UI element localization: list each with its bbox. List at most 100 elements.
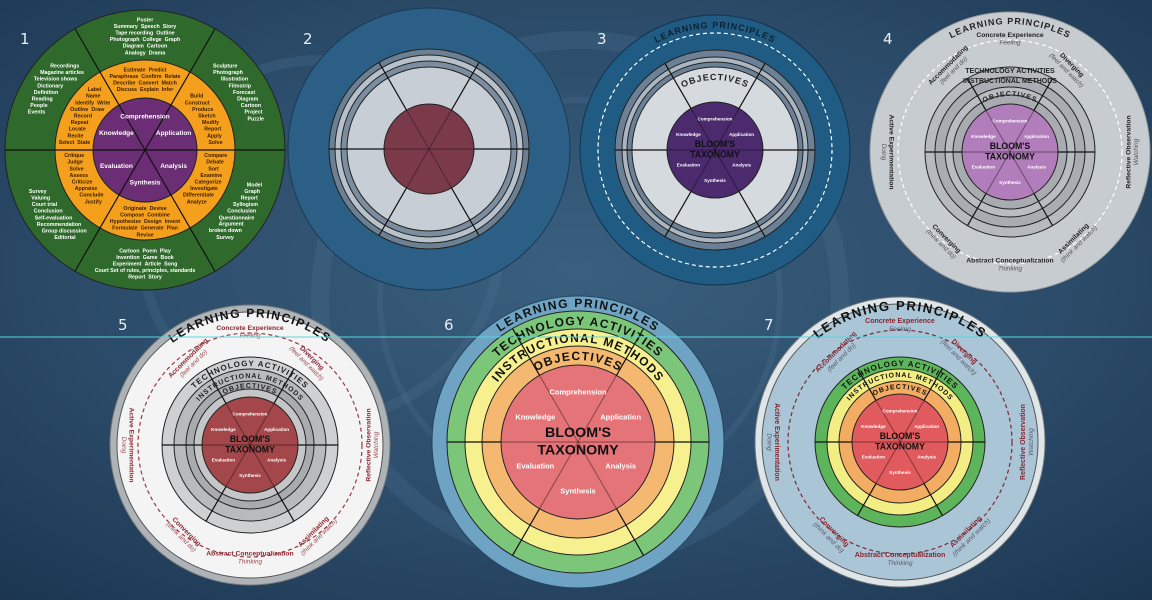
wheel-product: People <box>30 103 47 109</box>
wheel-verb: Convert <box>139 81 159 87</box>
kolb-reflective-label: Reflective Observation <box>365 408 372 481</box>
kolb-concrete-sub: Feeling <box>889 326 911 333</box>
bloom-level-synthesis: Synthesis <box>560 486 595 495</box>
bloom-level-analysis: Analysis <box>1027 165 1046 170</box>
wheel-verb: Infer <box>162 87 173 93</box>
wheel-product: Cartoon <box>241 103 261 109</box>
wheel-verb: Report <box>204 127 221 133</box>
bloom-level-evaluation: Evaluation <box>212 458 235 463</box>
wheel-product: Conclusion <box>227 209 256 215</box>
bloom-title-line1: BLOOM'S <box>695 139 736 149</box>
sector-divider <box>273 368 295 404</box>
bloom-core <box>961 103 1059 201</box>
wheel-verb: Sketch <box>198 114 215 120</box>
sector-divider <box>856 483 877 516</box>
sector-divider <box>1009 151 1035 194</box>
sector-divider <box>144 104 172 151</box>
wheel-product: Events <box>28 110 45 116</box>
sector-divider <box>118 104 146 151</box>
wheel-verb: Estimate <box>124 67 146 73</box>
wheel-verb: Compose <box>120 213 144 219</box>
wheel-product: Magazine articles <box>40 70 84 76</box>
wheel-product: Graph <box>244 189 260 195</box>
sector-divider <box>690 149 716 192</box>
figure-number-1: 1 <box>20 30 30 48</box>
bloom-level-application: Application <box>600 412 641 421</box>
figure-number-6: 6 <box>444 316 454 334</box>
bloom-level-synthesis: Synthesis <box>999 180 1021 185</box>
wheel-verb: Solve <box>69 166 83 172</box>
wheel-verb: Debate <box>206 160 224 166</box>
sector-divider <box>249 444 275 487</box>
dashed-guide <box>137 332 363 558</box>
wheel-verb: Revise <box>137 232 154 238</box>
kolb-abstract-label: Abstract Conceptualization <box>855 552 946 559</box>
bloom-level-evaluation: Evaluation <box>516 462 554 471</box>
wheel-product: Report <box>128 275 145 281</box>
kolb-concrete-label: Concrete Experience <box>865 318 935 325</box>
bloom-core <box>500 364 656 520</box>
sector-divider <box>738 191 766 237</box>
sector-divider <box>615 508 645 556</box>
wheel-product: Song <box>164 262 177 268</box>
bloom-title-line2: TAXONOMY <box>225 445 275 455</box>
wheel-verb: Write <box>97 100 110 106</box>
sector-divider <box>1033 78 1054 111</box>
wheel-product: Tape recording <box>115 31 153 37</box>
sector-divider <box>450 187 480 236</box>
sector-divider <box>428 109 453 150</box>
wheel-product: Photograph <box>110 37 140 43</box>
figure-number-4: 4 <box>883 30 893 48</box>
wheel-verb: Explain <box>140 87 159 93</box>
wheel-verb: Investigate <box>190 186 218 192</box>
sector-divider <box>428 148 453 189</box>
kolb-active-label: Active Experimentation <box>128 407 135 482</box>
sector-divider <box>985 110 1011 153</box>
bloom-level-application: Application <box>1024 134 1049 139</box>
bloom-level-comprehension: Comprehension <box>549 388 607 397</box>
bloom-title-line1: BLOOM'S <box>990 141 1031 151</box>
wheel-product: Poem <box>143 248 158 254</box>
bloom-level-analysis: Analysis <box>267 458 286 463</box>
sector-divider <box>74 28 120 106</box>
kolb-active-sub: Doing <box>765 433 772 451</box>
wheel-verb: Compare <box>204 153 227 159</box>
wheel-verb: Recite <box>68 133 84 139</box>
sector-divider <box>923 368 944 401</box>
wheel-product: Book <box>161 255 174 261</box>
wheel-verb: Identify <box>75 100 94 106</box>
bloom-level-evaluation: Evaluation <box>677 163 700 168</box>
sector-divider <box>664 63 692 109</box>
wheel-verb: Plan <box>167 226 178 232</box>
wheel-product: Filmstrip <box>229 83 252 89</box>
sector-divider <box>664 191 692 237</box>
wheel-product: Poster <box>137 17 154 23</box>
bloom-level-application: Application <box>914 424 939 429</box>
sector-divider <box>450 62 480 111</box>
sector-divider <box>511 328 541 376</box>
wheel-verb: Justify <box>85 199 102 205</box>
kolb-reflective-sub: Watching <box>373 431 380 458</box>
wheel-verb: Appraise <box>75 186 98 192</box>
sector-divider <box>966 78 987 111</box>
wheel-product: Editorial <box>54 235 76 241</box>
figure-number-7: 7 <box>764 316 774 334</box>
sector-divider <box>205 486 227 522</box>
bloom-title-line1: BLOOM'S <box>880 431 921 441</box>
wheel-product: Story <box>163 24 177 30</box>
wheel-verb: Formulate <box>112 226 138 232</box>
wheel-verb: Confirm <box>141 74 162 80</box>
sector-divider <box>74 194 120 272</box>
wheel-level-knowledge: Knowledge <box>99 130 134 137</box>
wheel-product: Syllogism <box>233 202 258 208</box>
wheel-product: Diagram <box>237 97 258 103</box>
wheel-verb: Assess <box>70 173 89 179</box>
kolb-concrete-sub: Feeling <box>999 40 1020 47</box>
